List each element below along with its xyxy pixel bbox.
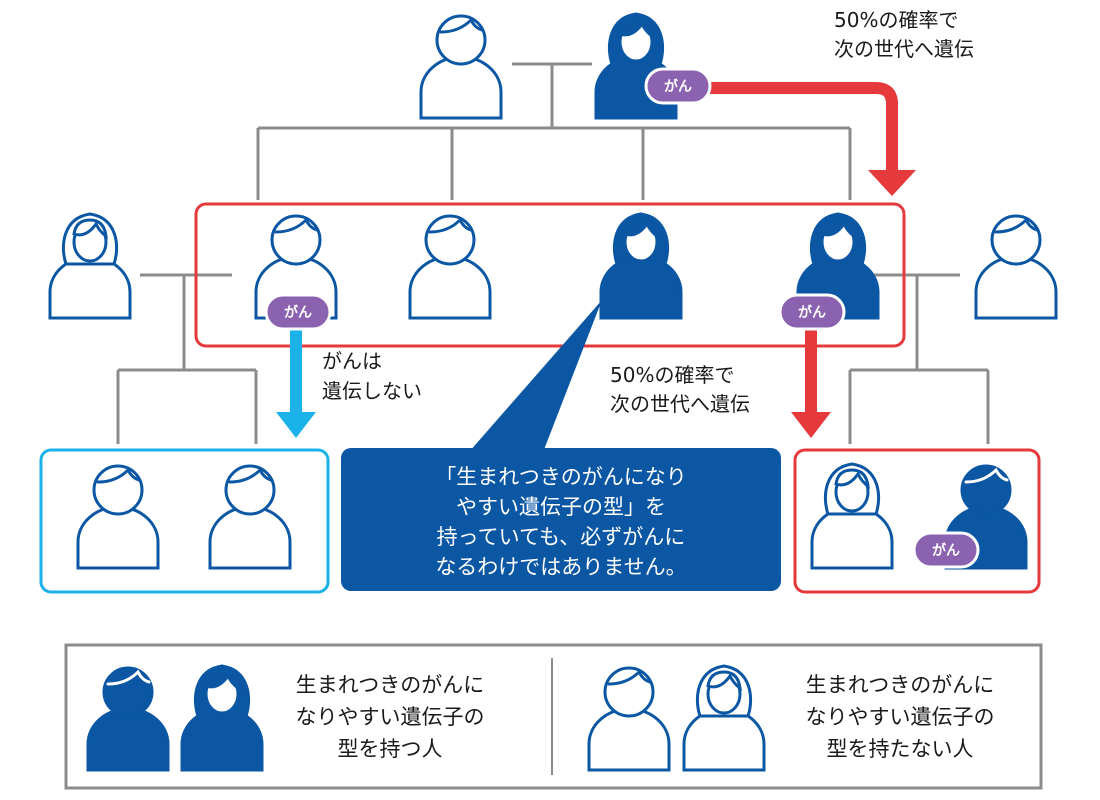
legend-icon-carrier-female	[180, 664, 264, 772]
person-body	[48, 255, 132, 320]
person-hairline	[428, 217, 473, 234]
person-hairline	[994, 217, 1039, 234]
legend-icon-noncarrier-female	[682, 664, 766, 772]
mid-red-arrowhead	[791, 412, 831, 438]
svg-text:持っていても、必ずがんに: 持っていても、必ずがんに	[437, 525, 686, 549]
person-body	[974, 255, 1058, 320]
person-body	[86, 707, 170, 772]
person-body	[408, 255, 492, 320]
badge-grandchild-4: がん	[912, 531, 980, 569]
person-head	[424, 214, 476, 266]
person-body	[682, 707, 766, 772]
cyan-arrowhead	[276, 412, 316, 438]
left-children-box	[39, 448, 330, 594]
badge-child-1: がん	[264, 293, 332, 331]
person-child-3	[599, 212, 683, 320]
badge-grandmother: がん	[644, 67, 712, 105]
person-fringe	[623, 218, 659, 240]
person-fringe	[834, 468, 870, 490]
person-fringe	[706, 670, 742, 692]
person-fringe	[820, 218, 856, 240]
svg-text:なるわけではありません。: なるわけではありません。	[435, 555, 686, 579]
svg-text:「生まれつきのがんになり: 「生まれつきのがんになり	[435, 465, 687, 489]
svg-text:がん: がん	[664, 78, 692, 95]
svg-text:次の世代へ遺伝: 次の世代へ遺伝	[610, 392, 750, 416]
person-right-spouse	[974, 214, 1058, 320]
person-hairline	[96, 467, 141, 484]
person-body	[810, 505, 894, 570]
svg-text:がん: がん	[932, 542, 960, 559]
svg-text:生まれつきのがんに: 生まれつきのがんに	[806, 673, 995, 697]
person-body	[587, 707, 671, 772]
person-hairline	[274, 217, 319, 234]
svg-text:次の世代へ遺伝: 次の世代へ遺伝	[834, 37, 974, 61]
person-left-spouse	[48, 212, 132, 320]
svg-text:がん: がん	[284, 304, 312, 321]
person-body	[208, 505, 292, 570]
svg-text:なりやすい遺伝子の: なりやすい遺伝子の	[806, 705, 995, 729]
person-child-2	[408, 214, 492, 320]
callout-tail	[462, 300, 602, 460]
svg-text:生まれつきのがんに: 生まれつきのがんに	[296, 673, 485, 697]
person-head	[92, 464, 144, 516]
person-head	[990, 214, 1042, 266]
legend-icon-carrier-male	[86, 666, 170, 772]
legend-box	[64, 643, 1043, 790]
top-red-arrowhead	[868, 170, 916, 196]
person-grandfather	[419, 14, 503, 120]
person-grandchild-3	[810, 462, 894, 570]
person-fringe	[204, 670, 240, 692]
person-grandchild-1	[76, 464, 160, 570]
person-head	[270, 214, 322, 266]
badge-child-4: がん	[778, 293, 846, 331]
top-red-arrow	[704, 82, 898, 172]
svg-text:型を持たない人: 型を持たない人	[827, 737, 974, 761]
person-head	[224, 464, 276, 516]
legend-icon-noncarrier-male	[587, 666, 671, 772]
person-body	[180, 707, 264, 772]
mid-probability-label: 50%の確率で 次の世代へ遺伝	[610, 363, 750, 416]
legend-with-gene-text: 生まれつきのがんに なりやすい遺伝子の 型を持つ人	[296, 673, 485, 761]
family-tree-lines	[116, 62, 990, 444]
svg-text:がんは: がんは	[322, 349, 382, 373]
svg-text:なりやすい遺伝子の: なりやすい遺伝子の	[296, 705, 485, 729]
person-hairline	[964, 467, 1009, 484]
svg-text:遺伝しない: 遺伝しない	[322, 379, 422, 403]
person-hairline	[228, 467, 273, 484]
right-children-box	[793, 448, 1041, 594]
person-body	[76, 505, 160, 570]
person-body	[419, 55, 503, 120]
person-hairline	[106, 669, 151, 686]
callout-box	[341, 448, 781, 591]
person-head	[603, 666, 655, 718]
svg-text:型を持つ人: 型を持つ人	[338, 737, 443, 761]
person-grandchild-2	[208, 464, 292, 570]
svg-text:がん: がん	[798, 304, 826, 321]
svg-text:50%の確率で: 50%の確率で	[610, 363, 734, 387]
not-inherited-label: がんは 遺伝しない	[322, 349, 422, 403]
legend-without-gene-text: 生まれつきのがんに なりやすい遺伝子の 型を持たない人	[806, 673, 995, 761]
person-head	[435, 14, 487, 66]
person-head	[960, 464, 1012, 516]
second-generation-box	[194, 202, 906, 348]
person-body	[599, 255, 683, 320]
person-hairline	[607, 669, 652, 686]
top-probability-label: 50%の確率で 次の世代へ遺伝	[834, 8, 974, 61]
person-hairline	[439, 17, 484, 34]
svg-text:50%の確率で: 50%の確率で	[834, 8, 958, 32]
callout-text: 「生まれつきのがんになり やすい遺伝子の型」を 持っていても、必ずがんに なるわ…	[435, 465, 687, 579]
svg-text:やすい遺伝子の型」を: やすい遺伝子の型」を	[456, 495, 666, 519]
person-fringe	[618, 18, 654, 40]
person-head	[102, 666, 154, 718]
person-fringe	[72, 218, 108, 240]
